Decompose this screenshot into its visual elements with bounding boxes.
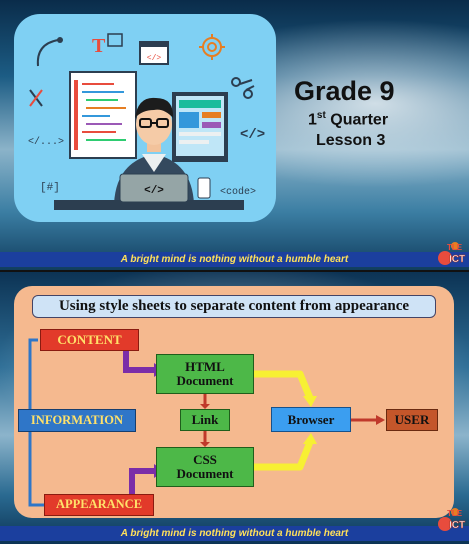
browser-box: Browser xyxy=(271,407,351,432)
gear-icon xyxy=(199,34,225,60)
svg-text:</>: </> xyxy=(147,54,162,63)
svg-text:T: T xyxy=(92,35,106,57)
code-tag-label: <code> xyxy=(220,186,256,198)
lesson-label: Lesson 3 xyxy=(316,132,386,149)
angle-tag-label: </...> xyxy=(28,136,64,148)
appearance-box: APPEARANCE xyxy=(44,494,154,516)
hero-illustration: </> T </> xyxy=(14,14,276,222)
scissors-icon xyxy=(231,77,255,99)
grade-title: Grade 9 xyxy=(294,76,395,106)
tle-ict-logo-icon: TLE ICT xyxy=(438,508,465,531)
laptop-code-label: </> xyxy=(144,185,164,197)
diagram-slide: Using style sheets to separate content f… xyxy=(0,272,469,544)
information-box: INFORMATION xyxy=(18,409,136,432)
text-tool-icon: T xyxy=(92,33,123,57)
title-slide: </> T </> xyxy=(0,0,469,272)
hash-icon: [#] xyxy=(40,182,60,194)
motto-banner: A bright mind is nothing without a humbl… xyxy=(0,252,469,267)
programmer-illustration: </> T </> xyxy=(28,33,265,210)
quarter-label: 1st Quarter xyxy=(308,110,389,129)
svg-text:TLE: TLE xyxy=(447,509,463,518)
diagram-heading: Using style sheets to separate content f… xyxy=(32,295,436,318)
curve-arrow-icon xyxy=(36,39,59,67)
link-box: Link xyxy=(180,409,230,431)
tle-ict-logo-icon: TLE ICT xyxy=(438,242,465,265)
code-window-icon: </> xyxy=(139,41,169,65)
right-code-tag-label: </> xyxy=(240,127,265,143)
content-box: CONTENT xyxy=(40,329,139,351)
diagram-panel: Using style sheets to separate content f… xyxy=(14,286,454,518)
diagram-connectors xyxy=(28,338,385,507)
user-box: USER xyxy=(386,409,438,431)
tools-icon xyxy=(29,89,43,107)
svg-text:ICT: ICT xyxy=(449,254,465,265)
svg-text:TLE: TLE xyxy=(447,243,463,252)
motto-banner: A bright mind is nothing without a humbl… xyxy=(0,526,469,541)
svg-text:ICT: ICT xyxy=(449,520,465,531)
